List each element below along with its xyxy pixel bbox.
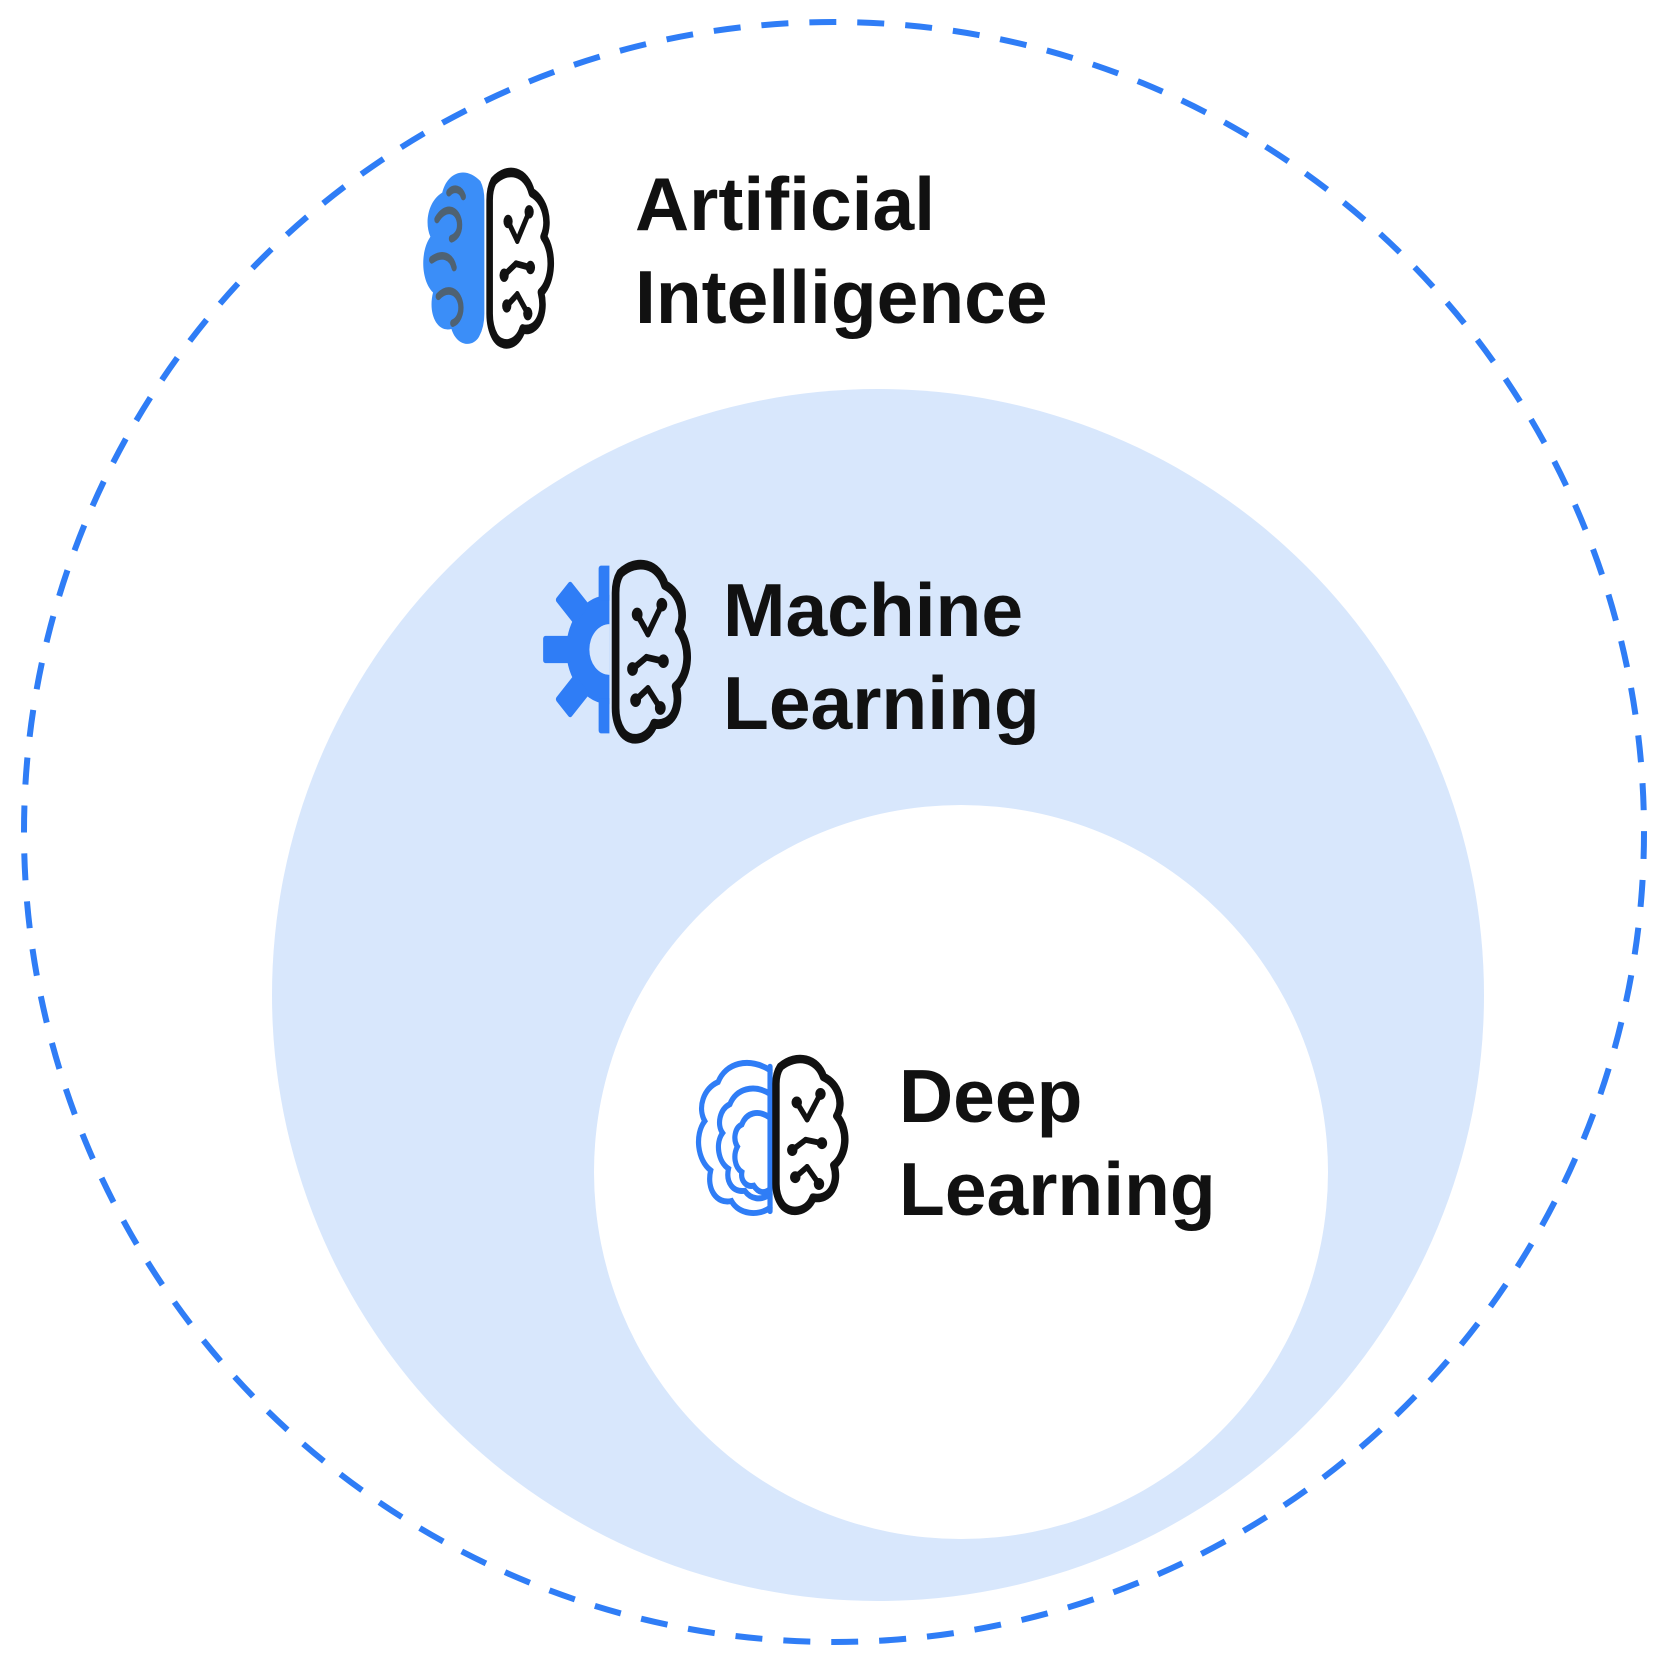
artificial-intelligence-label: Artificial Intelligence (635, 158, 1048, 344)
machine-learning-label-line1: Machine (723, 568, 1024, 652)
gear-brain-icon (543, 552, 705, 747)
machine-learning-label-line2: Learning (723, 661, 1040, 745)
artificial-intelligence-label-line1: Artificial (635, 162, 936, 246)
artificial-intelligence-ring (21, 19, 1647, 1645)
layered-brain-icon (695, 1048, 862, 1216)
deep-learning-label: Deep Learning (899, 1050, 1216, 1236)
machine-learning-label: Machine Learning (723, 564, 1040, 750)
deep-learning-ring (594, 805, 1328, 1539)
half-brain-circuit-icon (423, 160, 566, 352)
deep-learning-label-line2: Learning (899, 1147, 1216, 1231)
artificial-intelligence-label-line2: Intelligence (635, 255, 1048, 339)
deep-learning-label-line1: Deep (899, 1054, 1083, 1138)
